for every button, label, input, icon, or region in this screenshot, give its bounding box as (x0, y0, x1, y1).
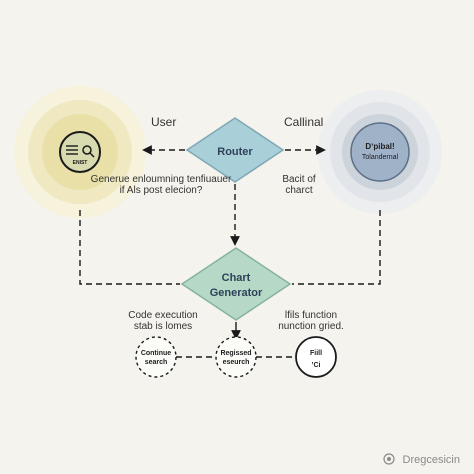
logo-icon (383, 453, 395, 465)
router-shape (185, 117, 285, 183)
continue-search-line1: Continue (141, 350, 171, 357)
chart-generator-node: Chart Generator (180, 247, 292, 321)
continue-search-line2: search (145, 359, 168, 366)
watermark-text: Dregcesicin (402, 454, 460, 466)
annotation-right-chart-2: nunction gried. (278, 321, 344, 332)
fiill-line2: ’Ci (312, 362, 321, 369)
annotation-right-router-2: charct (285, 185, 312, 196)
annotation-right-chart-1: lfils function (285, 310, 337, 321)
callinal-core (350, 122, 410, 182)
logo-dot (387, 457, 391, 461)
edge-callinal-to-chart (292, 210, 381, 285)
user-label: User (151, 115, 176, 129)
regissed-search-shape (215, 336, 257, 378)
annotation-right-router-1: Bacit of (282, 174, 316, 185)
chart-generator-line1: Chart (222, 272, 251, 284)
regissed-search-line1: Regissed (220, 350, 251, 357)
fiill-node: Fiill ’Ci (295, 336, 337, 378)
chart-generator-shape (180, 247, 292, 321)
edge-user-to-chart (79, 210, 180, 285)
fiill-shape (295, 336, 337, 378)
magnifier-icon (82, 145, 92, 155)
regissed-search-node: Regissed eseurch (215, 336, 257, 378)
search-window-icon (59, 131, 101, 173)
chart-generator-line2: Generator (210, 287, 263, 299)
regissed-search-line2: eseurch (223, 359, 250, 366)
callinal-label: Callinal (284, 115, 323, 129)
user-actor: ENIST (14, 86, 146, 218)
annotation-left-chart-2: stab is lomes (134, 321, 192, 332)
annotation-left-router-1: Generue enloumning tenfiuauer (91, 174, 232, 185)
fiill-line1: Fiill (310, 350, 322, 357)
logo-circle (383, 453, 395, 465)
annotation-left-router-2: if Als post elecion? (120, 185, 203, 196)
callinal-line2: Tolandernal (362, 154, 399, 161)
callinal-actor: Dʼpibal! Tolandernal (318, 90, 442, 214)
continue-search-node: Continue search (135, 336, 177, 378)
router-label: Router (217, 146, 253, 158)
annotation-left-chart-1: Code execution (128, 310, 198, 321)
user-icon-text: ENIST (73, 160, 88, 166)
callinal-line1: Dʼpibal! (365, 142, 394, 151)
magnifier-handle (89, 152, 95, 158)
continue-search-shape (135, 336, 177, 378)
router-node: Router (185, 117, 285, 183)
